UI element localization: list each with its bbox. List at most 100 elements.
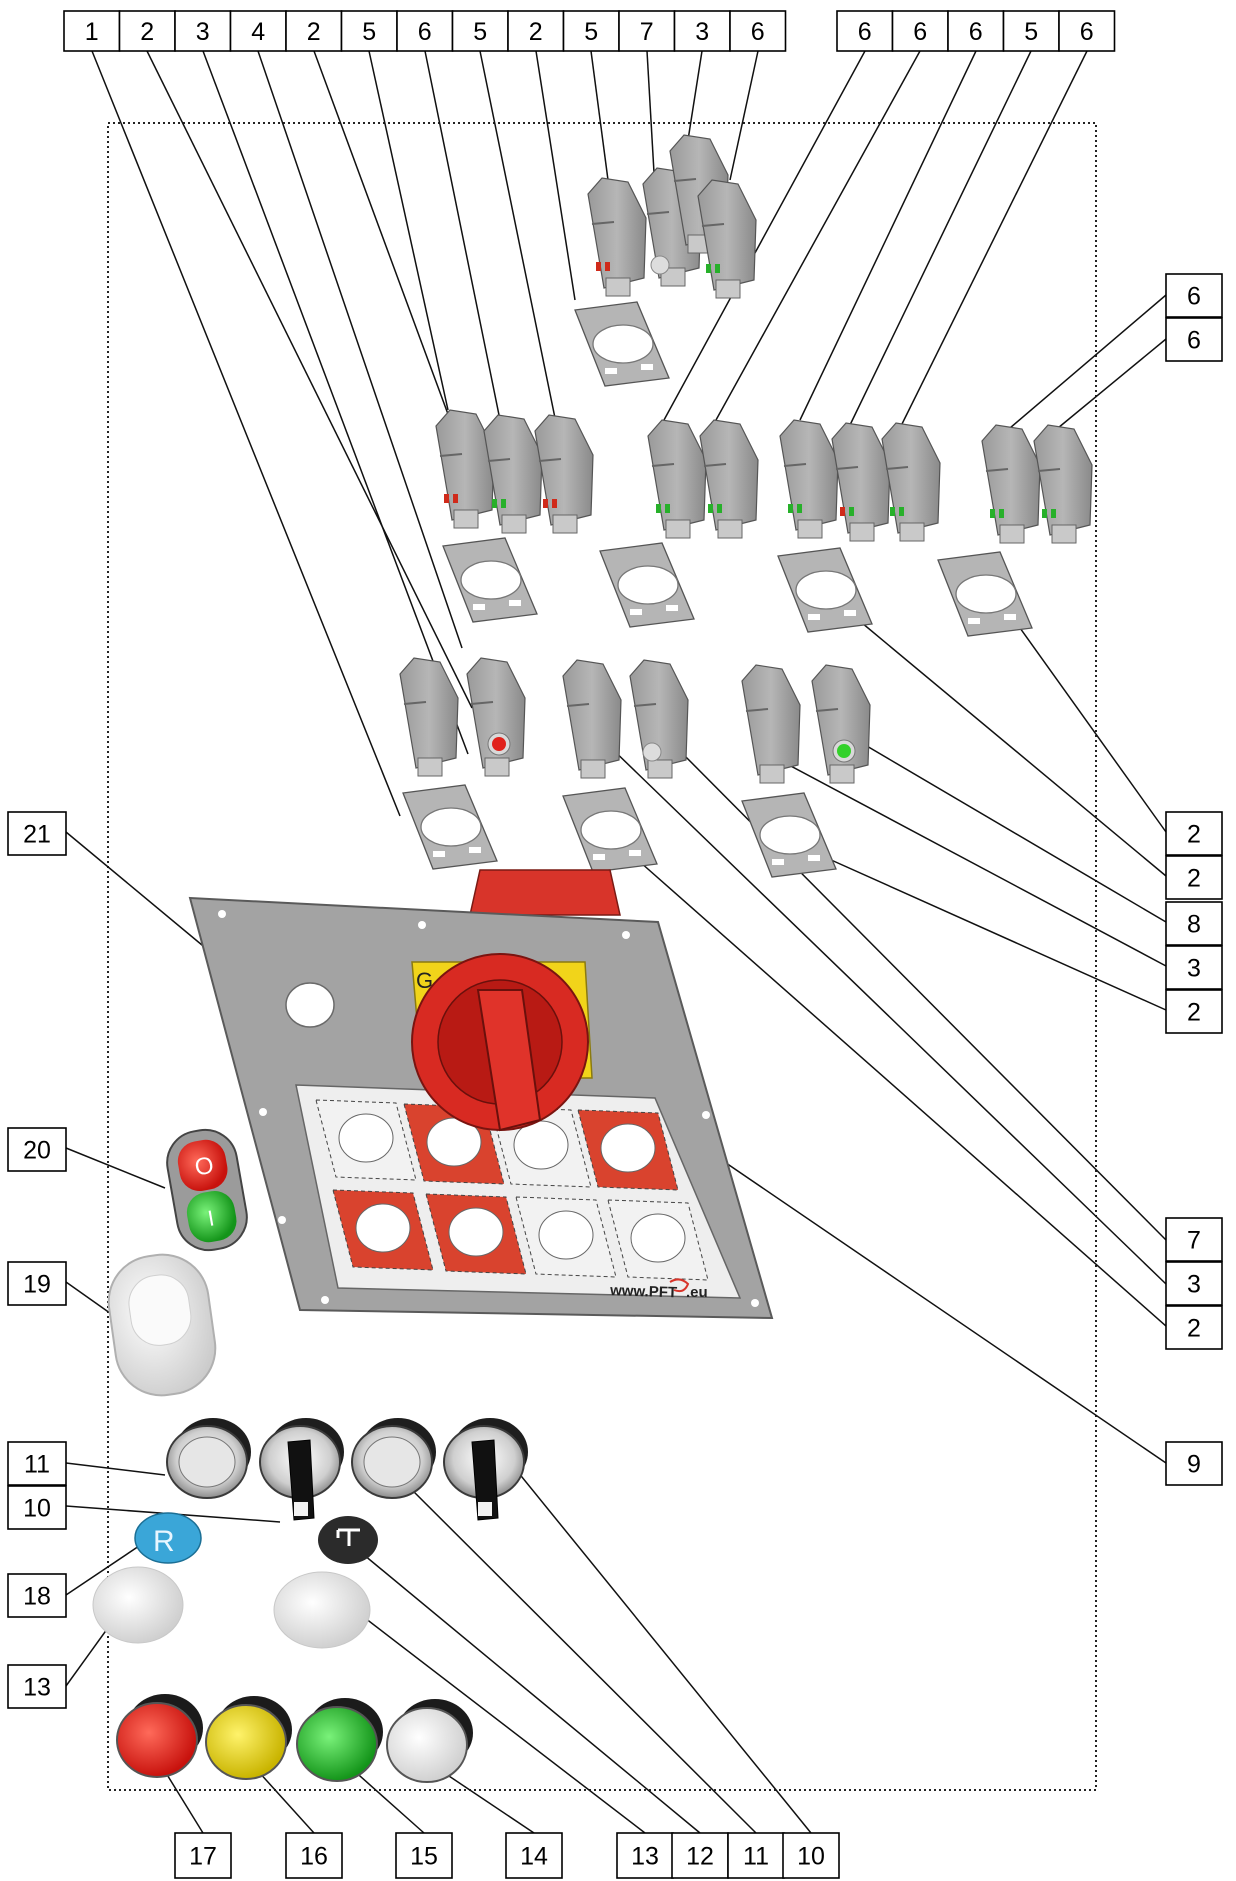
mounting-adapter — [777, 547, 873, 633]
plate-logo: www.PFT — [609, 1282, 678, 1301]
mounting-adapter — [562, 787, 658, 873]
callout-label: 6 — [1058, 10, 1116, 52]
callout-label: 19 — [7, 1261, 67, 1306]
leader-line — [590, 50, 609, 181]
contact-block — [779, 419, 839, 539]
svg-text:6: 6 — [913, 18, 927, 46]
callout-label: 10 — [7, 1485, 67, 1530]
svg-text:17: 17 — [189, 1843, 217, 1871]
leader-line — [65, 1462, 166, 1476]
callout-label: 8 — [1165, 901, 1223, 946]
svg-text:6: 6 — [1187, 283, 1201, 311]
leader-line — [799, 50, 977, 421]
svg-text:11: 11 — [743, 1843, 769, 1871]
callout-label: 15 — [395, 1832, 453, 1879]
contact-block — [881, 422, 941, 542]
svg-text:6: 6 — [418, 18, 432, 46]
callout-label: 6 — [1165, 317, 1223, 362]
svg-text:20: 20 — [23, 1137, 51, 1165]
svg-text:3: 3 — [1187, 955, 1201, 983]
label-cell — [515, 1196, 617, 1278]
leader-line — [663, 50, 866, 421]
leader-line — [257, 50, 463, 649]
leader-line — [646, 50, 656, 191]
leader-line — [439, 1769, 535, 1834]
svg-text:6: 6 — [969, 18, 983, 46]
double-push-button: O I — [166, 1128, 248, 1252]
svg-text:4: 4 — [251, 18, 265, 46]
protective-cover — [107, 1253, 217, 1397]
mounting-adapter — [574, 301, 670, 387]
leader-line — [391, 1469, 757, 1834]
svg-text:8: 8 — [1187, 911, 1201, 939]
main-switch-handle — [476, 989, 542, 1132]
callout-label: 5 — [562, 10, 620, 52]
contact-block — [831, 422, 891, 542]
red-switch-housing — [469, 869, 621, 916]
component-parts — [399, 134, 1093, 878]
contact-block — [1033, 424, 1093, 544]
contact-block — [981, 424, 1041, 544]
callout-label: 5 — [1002, 10, 1060, 52]
svg-text:5: 5 — [473, 18, 487, 46]
contact-block — [699, 419, 759, 539]
callout-label: 3 — [1165, 945, 1223, 990]
contact-block — [435, 409, 495, 529]
leader-line — [65, 831, 221, 961]
leader-line — [849, 50, 1032, 426]
leader-line — [65, 1624, 111, 1687]
leader-line — [604, 741, 1167, 1285]
plate-logo-suffix: .eu — [686, 1284, 708, 1301]
leader-line — [499, 1449, 812, 1834]
svg-text:12: 12 — [686, 1843, 714, 1871]
contact-block — [466, 657, 526, 777]
svg-text:10: 10 — [23, 1495, 51, 1523]
green-push-button — [296, 1698, 383, 1782]
clear-lens-cap-1 — [92, 1566, 184, 1644]
leader-line — [687, 50, 703, 141]
svg-text:2: 2 — [1187, 865, 1201, 893]
leader-lines — [65, 50, 1167, 1834]
svg-text:6: 6 — [1187, 327, 1201, 355]
leader-line — [146, 50, 473, 709]
label-cell — [315, 1099, 417, 1181]
contact-block — [534, 414, 594, 534]
contact-block — [629, 659, 689, 779]
mounting-adapter — [599, 542, 695, 628]
svg-text:11: 11 — [24, 1451, 50, 1479]
callout-label: 2 — [1165, 855, 1223, 900]
push-button — [166, 1418, 251, 1499]
leader-line — [639, 861, 1167, 1327]
contact-block — [741, 664, 801, 784]
callout-label: 7 — [1165, 1217, 1223, 1262]
callout-label: 6 — [396, 10, 454, 52]
leader-line — [357, 1549, 701, 1834]
push-button — [351, 1418, 436, 1499]
leader-line — [855, 617, 1167, 877]
svg-text:2: 2 — [140, 18, 154, 46]
callout-label: 5 — [340, 10, 398, 52]
label-cell — [607, 1199, 709, 1281]
mounting-adapter — [741, 792, 837, 878]
white-push-button — [386, 1699, 473, 1783]
svg-text:9: 9 — [1187, 1451, 1201, 1479]
leader-line — [899, 50, 1088, 429]
front-panel: www.PFT .eu G — [188, 869, 774, 1320]
callout-label: 3 — [673, 10, 731, 52]
clear-lens-cap-2 — [273, 1571, 371, 1649]
callout-label: 21 — [7, 811, 67, 856]
svg-text:2: 2 — [1187, 1315, 1201, 1343]
callout-label: 13 — [7, 1664, 67, 1709]
callout-label: 2 — [118, 10, 176, 52]
red-push-button — [116, 1694, 203, 1778]
svg-text:7: 7 — [1187, 1227, 1201, 1255]
svg-text:5: 5 — [1024, 18, 1038, 46]
symbol-cap-black — [318, 1516, 378, 1564]
callout-label: 16 — [285, 1832, 343, 1879]
svg-text:2: 2 — [307, 18, 321, 46]
svg-text:I: I — [206, 1205, 216, 1231]
svg-text:21: 21 — [23, 821, 51, 849]
contact-block — [647, 419, 707, 539]
assembly-boundary — [107, 122, 1097, 1791]
